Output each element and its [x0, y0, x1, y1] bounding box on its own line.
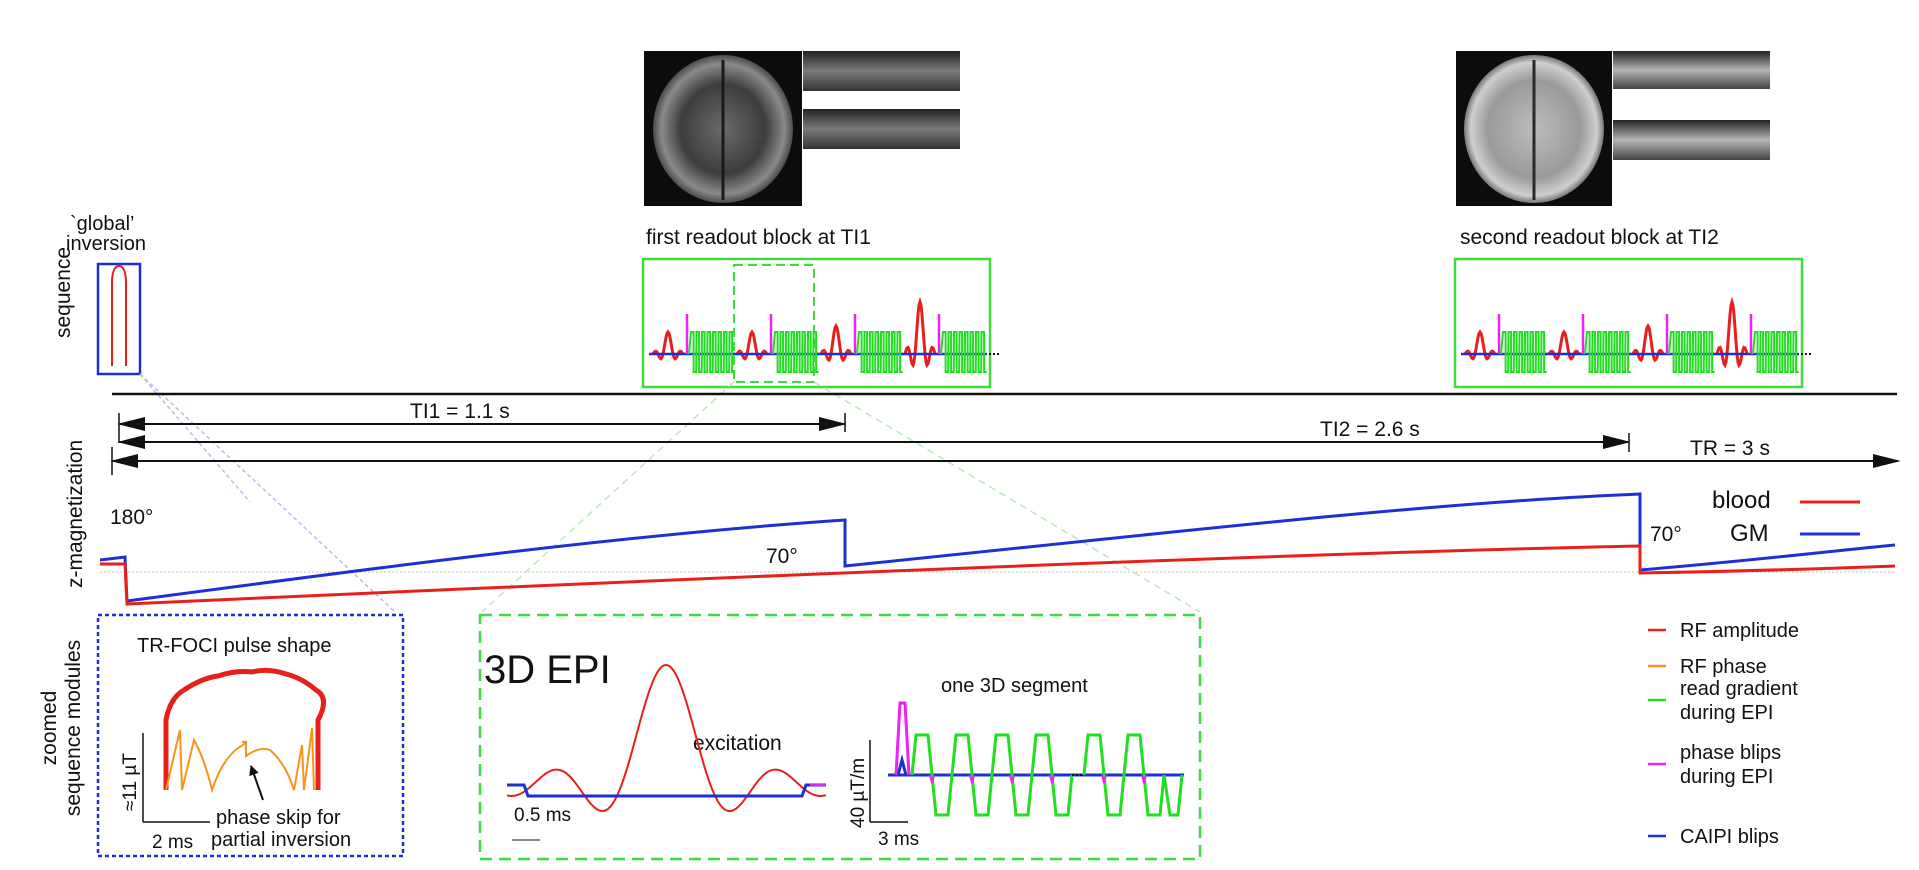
- foci-amplitude-scale: ≈11 µT: [120, 753, 141, 811]
- ti1-label: TI1 = 1.1 s: [410, 400, 510, 423]
- segment-read-rewinder: [1162, 774, 1184, 817]
- z-magnetization-axis-label: z-magnetization: [64, 440, 87, 588]
- legend-label-3-1: during EPI: [1680, 766, 1773, 788]
- mini-read-gradient-segs1-2: [856, 331, 903, 373]
- brain-sagittal-ti2: [1613, 120, 1770, 160]
- brain-sagittal-ti1: [803, 109, 960, 149]
- segment-amplitude-scale: 40 µT/m: [848, 758, 869, 828]
- global-inversion-label-1: `global’: [70, 213, 134, 235]
- mini-read-gradient-segs1-1: [772, 331, 819, 373]
- legend-label-3-0: phase blips: [1680, 742, 1781, 764]
- first-readout-block-title: first readout block at TI1: [646, 226, 871, 249]
- legend-label-0-0: RF amplitude: [1680, 620, 1799, 642]
- excitation-label: excitation: [693, 732, 782, 755]
- global-inversion-label-2: inversion: [66, 233, 146, 255]
- mini-rf-pulse-segs2-3: [1715, 296, 1749, 369]
- excitation-slice-gradient: [507, 783, 826, 798]
- flip-angle-70-first: 70°: [766, 545, 798, 568]
- brain-coronal-ti1: [803, 51, 960, 91]
- first-block-segments: [649, 296, 999, 373]
- phase-skip-arrow: [249, 765, 264, 801]
- epi-zoom-box: [478, 613, 1202, 861]
- segment-read-train-2: [1082, 733, 1166, 817]
- phase-skip-label-1: phase skip for: [216, 807, 341, 829]
- foci-time-scale: 2 ms: [152, 832, 193, 853]
- first-readout-block-box: [641, 257, 992, 389]
- flip-angle-180: 180°: [110, 506, 153, 529]
- zoom-line-blue-right: [139, 373, 396, 613]
- blood-label: blood: [1712, 487, 1771, 514]
- tr-label: TR = 3 s: [1690, 437, 1770, 460]
- segment-phase-blip-3: [1049, 774, 1055, 784]
- mini-read-gradient-segs2-0: [1500, 331, 1547, 373]
- legend-label-2-1: during EPI: [1680, 702, 1773, 724]
- global-inversion-box: [96, 262, 142, 376]
- blood-curve: [100, 544, 1896, 606]
- ti2-label: TI2 = 2.6 s: [1320, 418, 1420, 441]
- segment-phase-blip-5: [1141, 774, 1147, 784]
- segment-phase-blip-0: [929, 774, 935, 784]
- second-readout-block-box: [1453, 257, 1804, 389]
- segment-phase-blip-1: [969, 774, 975, 784]
- brain-coronal-ti2: [1613, 51, 1770, 89]
- epi-segment-waveform: [888, 701, 1184, 817]
- brain-images-ti2: [1456, 51, 1770, 206]
- segment-read-train-1: [910, 733, 1074, 817]
- segment-phase-blip-4: [1101, 774, 1107, 784]
- legend-label-2-0: read gradient: [1680, 678, 1798, 700]
- segment-time-scale: 3 ms: [878, 829, 919, 850]
- mini-read-gradient-segs2-3: [1752, 331, 1799, 373]
- segment-phase-blip-2: [1009, 774, 1015, 784]
- gm-curve: [99, 492, 1896, 603]
- sequence-axis-label: sequence: [52, 247, 75, 338]
- segment-title: one 3D segment: [941, 675, 1088, 697]
- zoom-line-green-right: [813, 381, 1201, 613]
- phase-skip-label-2: partial inversion: [211, 829, 351, 851]
- mini-read-gradient-segs2-2: [1668, 331, 1715, 373]
- legend-label-1-0: RF phase: [1680, 656, 1767, 678]
- gm-label: GM: [1730, 520, 1769, 547]
- segment-phase-prephaser: [894, 701, 911, 776]
- excitation-pulse: [506, 663, 827, 813]
- legend-label-4-0: CAIPI blips: [1680, 826, 1779, 848]
- brain-images-ti1: [644, 51, 960, 206]
- flip-angle-70-second: 70°: [1650, 523, 1682, 546]
- tr-foci-phase: [165, 727, 315, 794]
- mini-read-gradient-segs2-1: [1584, 331, 1631, 373]
- mini-read-gradient-segs1-3: [940, 331, 987, 373]
- tr-foci-amplitude: [163, 667, 326, 790]
- mini-read-gradient-segs1-0: [688, 331, 735, 373]
- segment-caipi-blip: [896, 754, 908, 776]
- second-block-segments: [1461, 296, 1811, 373]
- epi-title: 3D EPI: [484, 648, 611, 692]
- excitation-time-scale: 0.5 ms: [514, 805, 571, 826]
- zoomed-modules-label-1: zoomed: [38, 691, 61, 766]
- zoom-line-green-left: [481, 381, 735, 613]
- second-readout-block-title: second readout block at TI2: [1460, 226, 1719, 249]
- mini-rf-pulse-segs1-3: [903, 296, 937, 369]
- zoomed-modules-label-2: sequence modules: [62, 640, 85, 816]
- tr-foci-title: TR-FOCI pulse shape: [137, 635, 332, 657]
- inversion-pulse: [111, 264, 127, 366]
